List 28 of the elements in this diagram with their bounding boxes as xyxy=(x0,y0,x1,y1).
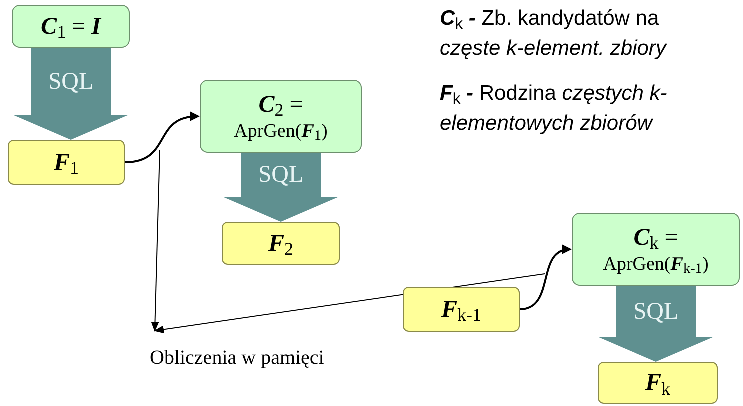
formula-text: AprGen(F$_{k-1}$) xyxy=(603,252,709,276)
caption-text: Obliczenia w pamięci xyxy=(150,346,324,370)
formula-text: C$_{1}$ = I xyxy=(41,12,101,42)
curved-arrow xyxy=(520,246,572,310)
edge-label: SQL xyxy=(258,163,304,187)
block-arrow xyxy=(223,153,339,222)
curved-arrow xyxy=(124,112,200,164)
frequent-set-box xyxy=(598,362,718,404)
formula-text: F$_{1}$ xyxy=(54,148,79,178)
candidate-set-box xyxy=(572,213,740,286)
formula-text: C$_{k}$ = xyxy=(634,224,678,253)
frequent-set-box xyxy=(222,222,340,265)
frequent-set-box xyxy=(8,140,125,185)
block-arrow xyxy=(598,286,714,362)
edge-label: SQL xyxy=(48,70,94,94)
edge-label: SQL xyxy=(633,300,679,324)
formula-text: F$_{2}$ xyxy=(268,230,294,258)
formula-text: F$_{k-1}$ xyxy=(441,296,482,324)
candidate-set-box xyxy=(12,5,130,48)
formula-text: C$_{2}$ = xyxy=(258,90,304,120)
formula-text: AprGen(F$_{1}$) xyxy=(234,120,328,144)
legend-note: C$_{k}$ - Zb. kandydatów na częste k-element. zbiory xyxy=(440,6,668,62)
legend-note: F$_{k}$ - Rodzina częstych k-elementowych zbiorów xyxy=(440,81,668,138)
block-arrow xyxy=(13,48,129,140)
frequent-set-box xyxy=(403,287,520,332)
formula-text: F$_{k}$ xyxy=(645,369,670,398)
candidate-set-box xyxy=(200,80,362,153)
leader-line xyxy=(151,150,160,332)
